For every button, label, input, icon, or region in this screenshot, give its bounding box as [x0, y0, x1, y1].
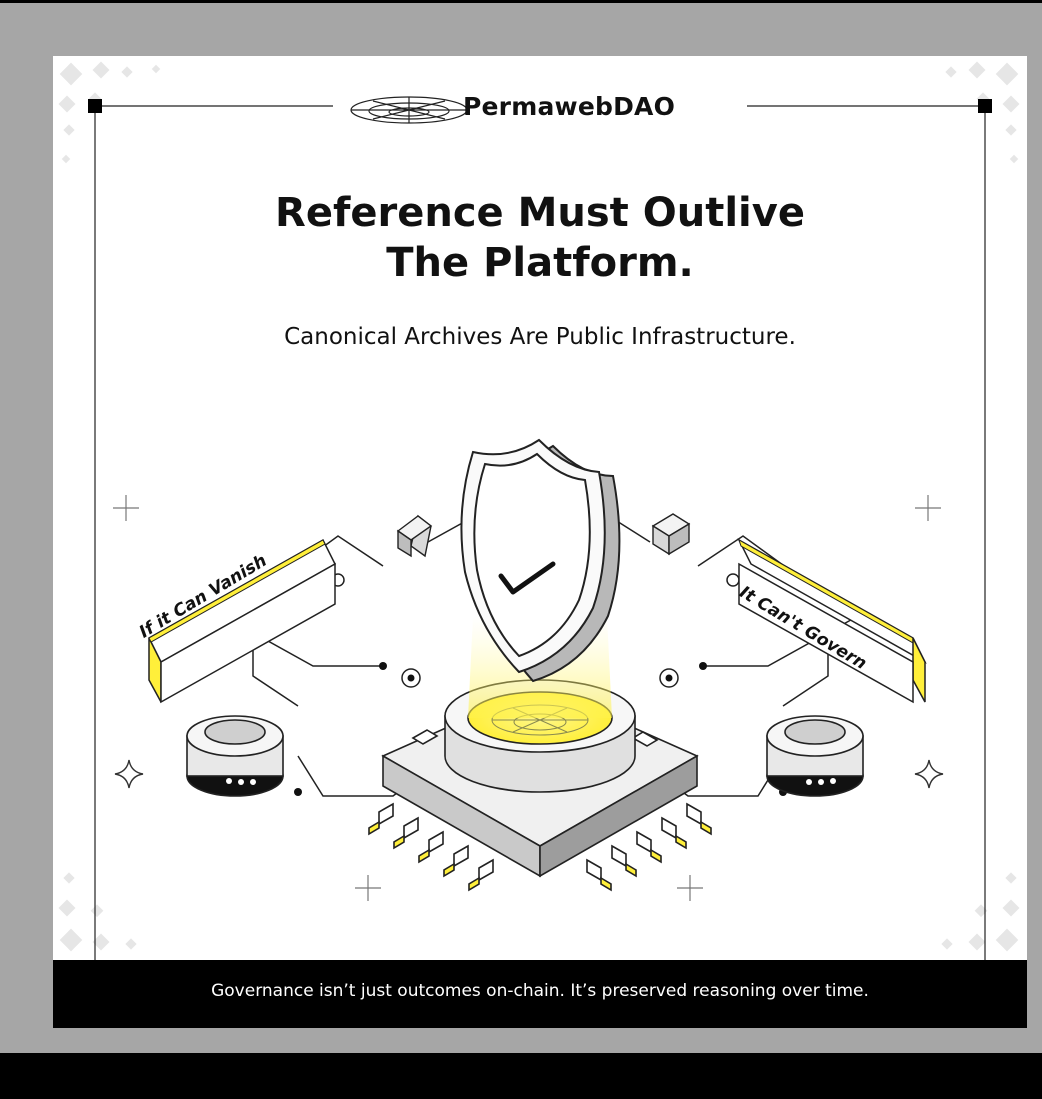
brand-name: PermawebDAO [463, 92, 676, 121]
footer-strip [53, 960, 1027, 1028]
sign-left [148, 538, 336, 704]
bottom-frame-bar [0, 1053, 1042, 1099]
post-card: PermawebDAO Reference Must Outlive The P… [53, 56, 1027, 1028]
diamond-pattern-bottom-right [941, 872, 1020, 952]
cube-left-icon [396, 514, 433, 558]
shield-check-icon [460, 438, 621, 683]
top-frame-strip [0, 0, 1042, 3]
headline: Reference Must Outlive The Platform. [53, 188, 1027, 288]
wormhole-funnel-icon [350, 96, 468, 124]
headline-line-1: Reference Must Outlive [275, 190, 805, 236]
subheadline: Canonical Archives Are Public Infrastruc… [284, 324, 796, 350]
illustration-canvas [58, 61, 1020, 960]
server-node-left-icon [186, 715, 284, 797]
sign-right [737, 538, 927, 704]
crosshair-marks [113, 495, 941, 901]
headline-line-2: The Platform. [386, 240, 694, 286]
diamond-pattern-top-left [58, 61, 161, 164]
sparkle-left-icon [114, 759, 144, 789]
diamond-pattern-bottom-left [58, 872, 137, 952]
corner-square-right [978, 99, 992, 113]
cube-right-icon [651, 513, 691, 556]
sparkle-right-icon [914, 759, 944, 789]
corner-square-left [88, 99, 102, 113]
footer-caption: Governance isn’t just outcomes on-chain.… [211, 981, 869, 1001]
frame-lines [94, 105, 986, 960]
circuit-nodes [294, 662, 787, 796]
server-node-right-icon [766, 715, 864, 797]
